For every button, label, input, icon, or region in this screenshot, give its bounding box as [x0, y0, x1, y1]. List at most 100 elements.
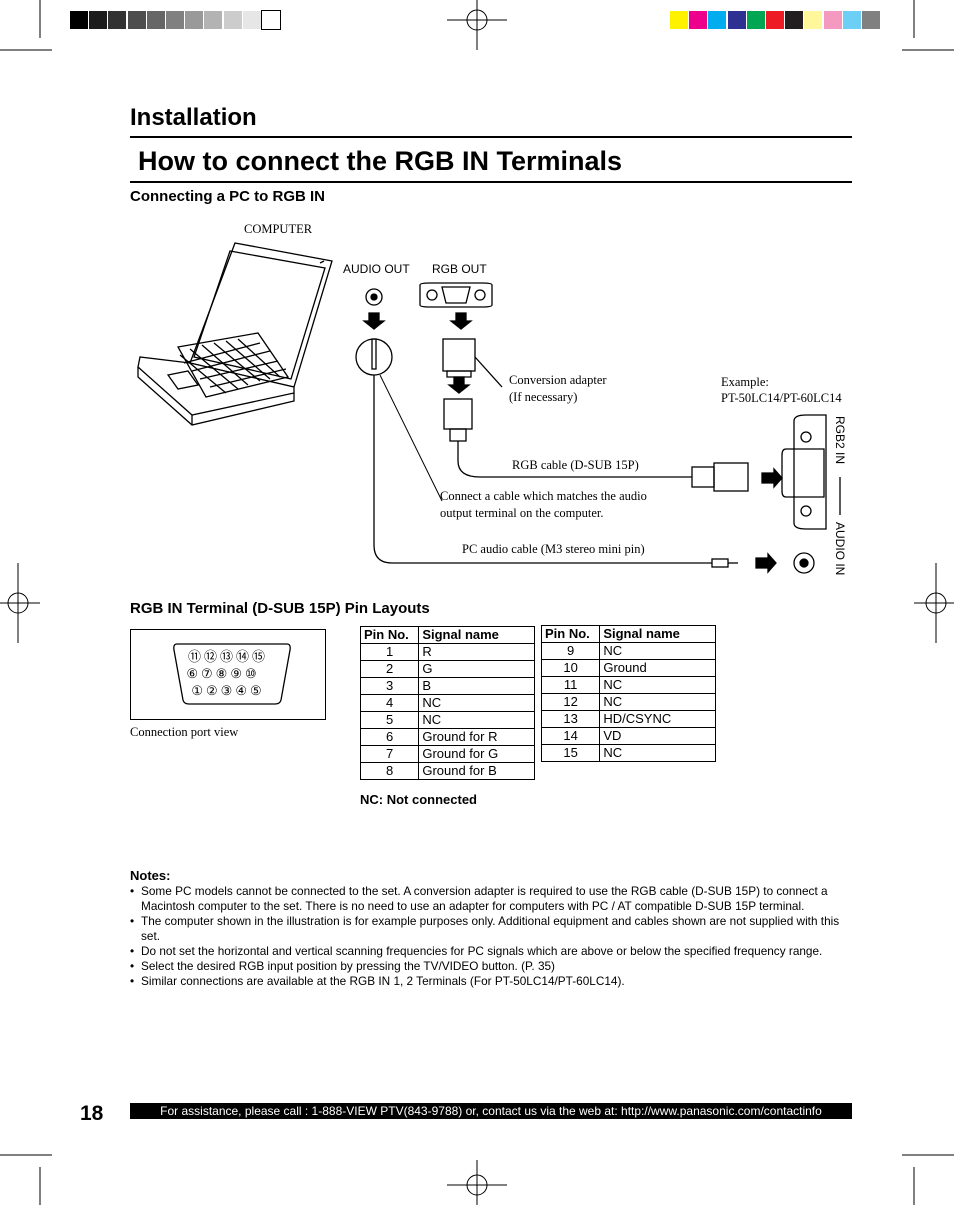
page-title: How to connect the RGB IN Terminals	[138, 146, 623, 176]
port-pin: ⑨	[230, 666, 245, 681]
adapter-label-line2: (If necessary)	[509, 390, 578, 404]
note-item: The computer shown in the illustration i…	[130, 914, 854, 944]
audio-note-label: Connect a cable which matches the audio …	[440, 488, 647, 522]
signal-name-header: Signal name	[418, 626, 535, 644]
color-swatch	[670, 11, 688, 29]
note-item: Select the desired RGB input position by…	[130, 959, 854, 974]
color-swatch	[823, 11, 842, 29]
signal-name: NC	[599, 744, 716, 762]
pin-number: 7	[359, 745, 420, 763]
audio-note-line1: Connect a cable which matches the audio	[440, 489, 647, 503]
port-pin: ①	[191, 683, 207, 698]
signal-name: B	[418, 677, 535, 695]
notes-heading: Notes:	[130, 868, 171, 883]
laptop-illustration	[137, 242, 333, 426]
title-rule	[130, 181, 852, 183]
port-pin-row: ⑪⑫⑬⑭⑮	[131, 648, 325, 665]
rgb-out-label: RGB OUT	[432, 262, 487, 276]
audio-cable-label: PC audio cable (M3 stereo mini pin)	[462, 542, 645, 556]
pin-number: 15	[540, 744, 601, 762]
audio-note-line2: output terminal on the computer.	[440, 506, 604, 520]
port-pin: ⑩	[244, 666, 260, 681]
audio-out-label: AUDIO OUT	[343, 262, 410, 276]
note-item: Similar connections are available at the…	[130, 974, 854, 989]
signal-name: Ground	[599, 659, 716, 677]
pin-number: 6	[359, 728, 420, 746]
section-heading: Installation	[130, 104, 257, 131]
rgb-cable-label: RGB cable (D-SUB 15P)	[512, 458, 639, 472]
port-pin: ⑤	[249, 683, 265, 698]
color-swatch	[727, 11, 746, 29]
signal-name: NC	[418, 694, 535, 712]
signal-name: HD/CSYNC	[599, 710, 716, 728]
adapter-label: Conversion adapter (If necessary)	[509, 372, 607, 406]
color-swatch	[842, 11, 861, 29]
adapter-label-line1: Conversion adapter	[509, 373, 607, 387]
assistance-bar: For assistance, please call : 1-888-VIEW…	[130, 1103, 852, 1119]
color-swatch	[223, 11, 242, 29]
color-swatch	[804, 11, 823, 29]
color-swatch	[766, 11, 784, 29]
rgb2-in-label: RGB2 IN	[833, 416, 847, 465]
audio-in-label: AUDIO IN	[833, 522, 847, 576]
color-swatch	[746, 11, 765, 29]
color-swatch	[708, 11, 727, 29]
signal-name: NC	[599, 676, 716, 694]
connection-diagram	[137, 242, 841, 574]
color-swatch	[261, 10, 281, 30]
color-swatch	[689, 11, 708, 29]
pin-number: 13	[540, 710, 601, 728]
signal-name: VD	[599, 727, 716, 745]
port-pin-row: ①②③④⑤	[131, 682, 325, 699]
signal-name: Ground for G	[418, 745, 535, 763]
port-view-caption: Connection port view	[130, 725, 239, 739]
example-label-line1: Example:	[721, 375, 769, 389]
section-rule	[130, 136, 852, 138]
pin-number: 9	[540, 642, 601, 660]
nc-note: NC: Not connected	[360, 792, 477, 807]
pin-number: 10	[540, 659, 601, 677]
port-pin: ⑮	[252, 649, 269, 664]
color-swatch	[70, 11, 88, 29]
pin-number: 12	[540, 693, 601, 711]
port-pin: ⑧	[215, 666, 231, 681]
note-item: Some PC models cannot be connected to th…	[130, 884, 854, 914]
pin-number: 8	[359, 762, 420, 780]
page-number: 18	[80, 1102, 104, 1125]
pin-number: 4	[359, 694, 420, 712]
port-pin: ④	[235, 683, 250, 698]
signal-name: NC	[599, 693, 716, 711]
signal-name: Ground for R	[418, 728, 535, 746]
color-swatch	[146, 11, 165, 29]
color-swatch	[785, 11, 804, 29]
example-model-label: Example: PT-50LC14/PT-60LC14	[721, 374, 842, 406]
port-pin: ⑪	[187, 649, 204, 664]
notes-list: Some PC models cannot be connected to th…	[130, 884, 854, 989]
color-swatch	[185, 11, 204, 29]
color-swatch	[862, 11, 880, 29]
port-pin: ⑬	[219, 649, 236, 664]
signal-name: G	[418, 660, 535, 678]
color-swatch	[108, 11, 127, 29]
port-pin: ③	[220, 683, 236, 698]
signal-name: R	[418, 643, 535, 661]
subheading-pin-layouts: RGB IN Terminal (D-SUB 15P) Pin Layouts	[130, 600, 430, 617]
port-pin-row: ⑥⑦⑧⑨⑩	[121, 665, 325, 682]
color-swatch	[204, 11, 223, 29]
example-label-line2: PT-50LC14/PT-60LC14	[721, 391, 842, 405]
computer-label: COMPUTER	[244, 222, 313, 236]
